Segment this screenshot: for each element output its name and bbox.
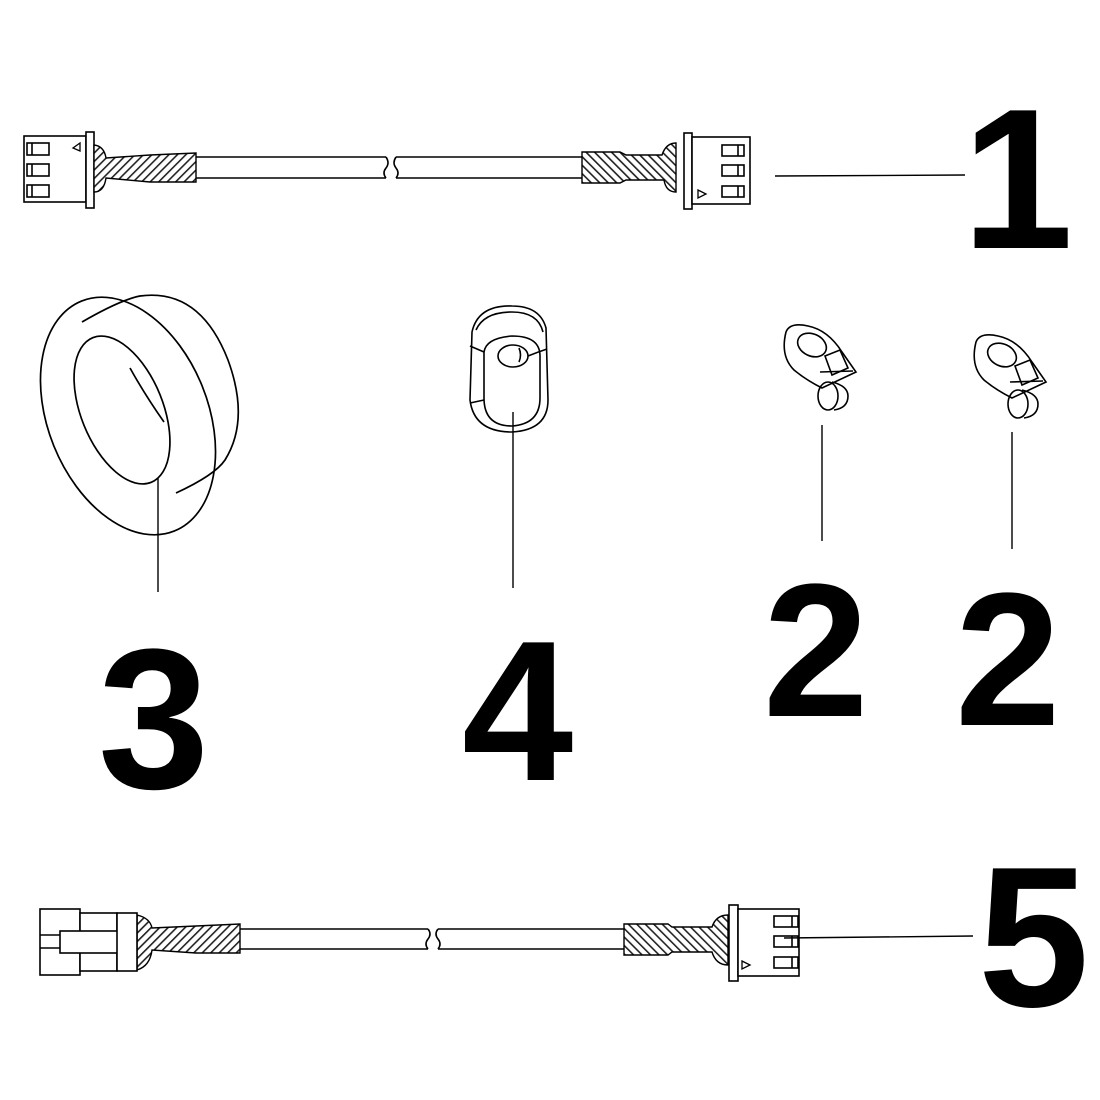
leader-line-1 bbox=[774, 174, 966, 177]
callout-number-3: 3 bbox=[98, 608, 210, 831]
grommet-icon bbox=[469, 305, 549, 588]
connector-left bbox=[23, 131, 95, 209]
connector-right bbox=[683, 132, 751, 210]
callout-number-1: 1 bbox=[962, 68, 1074, 291]
cable-clip-icon bbox=[783, 324, 858, 541]
ferrite-ring-icon bbox=[39, 294, 240, 592]
cable-plug-3pin-icon bbox=[39, 904, 974, 982]
callout-number-2: 2 bbox=[763, 545, 869, 757]
callout-number-2: 2 bbox=[955, 554, 1061, 766]
cable-clip-icon bbox=[973, 334, 1048, 549]
cable-3pin-3pin-icon bbox=[23, 131, 966, 210]
leader-line-5 bbox=[783, 935, 974, 939]
callout-number-5: 5 bbox=[978, 826, 1090, 1049]
callout-number-4: 4 bbox=[462, 600, 574, 823]
